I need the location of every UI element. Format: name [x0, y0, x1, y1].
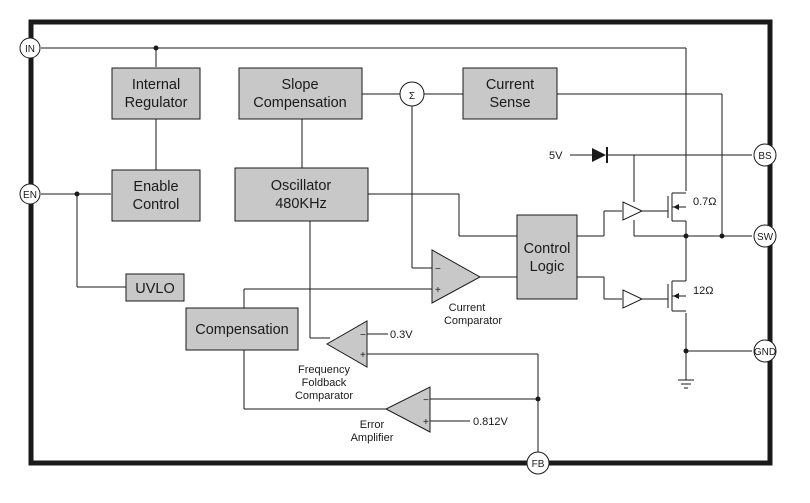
text-label: UVLO: [135, 281, 175, 297]
text-label: GND: [754, 347, 776, 358]
text-label: −: [423, 395, 429, 406]
text-label: Compensation: [195, 322, 289, 338]
text-label: Slope: [281, 77, 318, 93]
high-side-driver: [622, 201, 644, 221]
current-comparator-label: Current Comparator: [444, 302, 502, 327]
text-label: Amplifier: [351, 432, 394, 444]
bootstrap-diode-icon: [592, 147, 608, 163]
text-label: IN: [25, 44, 35, 55]
pin-fb: FB: [526, 451, 550, 475]
text-label: Oscillator: [271, 178, 332, 194]
text-label: Control: [524, 241, 571, 257]
pin-bs: BS: [753, 143, 777, 167]
error-amplifier-label: Error Amplifier: [351, 419, 394, 444]
current-comparator: − +: [431, 249, 482, 304]
slope-compensation-block: Slope Compensation: [238, 67, 363, 120]
text-label: Internal: [132, 77, 180, 93]
internal-regulator-block: Internal Regulator: [111, 67, 201, 120]
text-label: EN: [23, 190, 37, 201]
text-label: Logic: [530, 259, 565, 275]
junction-dots: [74, 45, 725, 402]
low-side-driver: [622, 289, 644, 309]
low-side-mosfet: [667, 280, 686, 312]
frequency-foldback-comparator: − +: [325, 320, 368, 368]
text-label: Frequency: [298, 364, 350, 376]
text-label: +: [360, 350, 366, 361]
ref-0v3-label: 0.3V: [390, 329, 413, 341]
text-label: FB: [532, 459, 545, 470]
current-sense-block: Current Sense: [462, 67, 558, 120]
low-side-rdson-label: 12Ω: [693, 285, 713, 297]
oscillator-block: Oscillator 480KHz: [234, 167, 369, 222]
text-label: Enable: [133, 179, 178, 195]
text-label: +: [423, 417, 429, 428]
text-label: Compensation: [253, 95, 347, 111]
text-label: BS: [758, 151, 772, 162]
text-label: −: [435, 264, 441, 275]
high-side-mosfet: [667, 192, 686, 222]
frequency-foldback-label: Frequency Foldback Comparator: [295, 364, 353, 402]
text-label: 480KHz: [275, 196, 327, 212]
ground-icon: [678, 379, 694, 389]
text-label: Comparator: [295, 390, 353, 402]
text-label: SW: [757, 232, 774, 243]
pin-en: EN: [19, 183, 41, 205]
sum-symbol: Σ: [409, 91, 415, 102]
text-label: Control: [133, 197, 180, 213]
error-amplifier: − +: [384, 386, 431, 433]
wires: [41, 47, 752, 452]
text-label: Regulator: [125, 95, 188, 111]
text-label: Error: [360, 419, 385, 431]
pin-gnd: GND: [753, 339, 777, 363]
text-label: −: [360, 330, 366, 341]
high-side-rdson-label: 0.7Ω: [693, 196, 717, 208]
text-label: +: [435, 285, 441, 296]
pin-in: IN: [19, 37, 41, 59]
ref-0v812-label: 0.812V: [473, 416, 509, 428]
text-label: Comparator: [444, 315, 502, 327]
control-logic-block: Control Logic: [516, 214, 578, 300]
text-label: Sense: [489, 95, 530, 111]
uvlo-block: UVLO: [125, 273, 185, 302]
text-label: Current: [486, 77, 534, 93]
enable-control-block: Enable Control: [111, 169, 201, 222]
text-label: Foldback: [302, 377, 347, 389]
summing-junction: Σ: [399, 81, 425, 107]
compensation-block: Compensation: [185, 307, 299, 351]
pin-sw: SW: [753, 224, 777, 248]
supply-5v-label: 5V: [549, 150, 563, 162]
text-label: Current: [449, 302, 486, 314]
